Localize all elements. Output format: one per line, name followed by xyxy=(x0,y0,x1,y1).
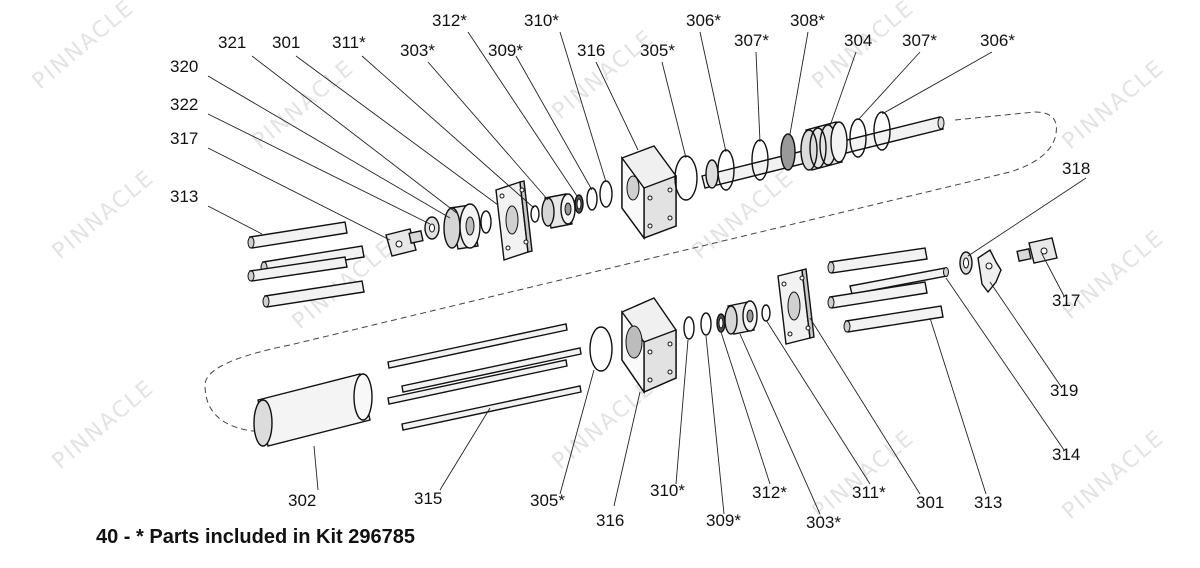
tie-rods-lower-right xyxy=(827,247,949,333)
label-321: 321 xyxy=(218,33,246,52)
oring-305-lower xyxy=(589,326,613,372)
watermark-text: PINNACLE xyxy=(1058,425,1170,524)
label-311: 311* xyxy=(332,33,366,52)
watermark-text: PINNACLE xyxy=(1058,55,1170,154)
piston-rod-304 xyxy=(701,111,945,191)
label-315: 315 xyxy=(414,489,442,508)
ring-311-lower xyxy=(761,304,771,322)
lower-assembly xyxy=(253,268,815,447)
ring-310-upper xyxy=(599,180,613,208)
label-303: 303* xyxy=(400,41,435,60)
label-317: 317 xyxy=(1052,291,1080,310)
tie-rods-upper xyxy=(247,221,365,308)
label-305: 305* xyxy=(640,41,675,60)
label-310: 310* xyxy=(650,481,685,500)
ring-311-upper xyxy=(530,205,540,223)
part-labels: 321 301 311* 303* 312* 309* 310* 316 305… xyxy=(170,11,1090,532)
head-block-316-upper xyxy=(621,145,677,241)
label-322: 322 xyxy=(170,95,198,114)
label-307: 307* xyxy=(734,31,769,50)
label-304: 304 xyxy=(844,31,872,50)
label-313: 313 xyxy=(170,187,198,206)
ring-309-lower xyxy=(700,312,712,336)
label-306: 306* xyxy=(980,31,1015,50)
cap-320 xyxy=(443,203,481,250)
upper-assembly xyxy=(247,111,945,308)
fitting-317-right xyxy=(1016,237,1058,264)
label-312: 312* xyxy=(752,483,787,502)
piston-304 xyxy=(800,121,848,171)
watermark-text: PINNACLE xyxy=(48,375,160,474)
watermark-text: PINNACLE xyxy=(248,55,360,154)
assembly-centerline xyxy=(204,111,1057,433)
label-305: 305* xyxy=(530,491,565,510)
barrel-302 xyxy=(253,373,373,447)
label-307: 307* xyxy=(902,31,937,50)
leader-lines xyxy=(207,31,1087,515)
label-308: 308* xyxy=(790,11,825,30)
label-301: 301 xyxy=(916,493,944,512)
label-313: 313 xyxy=(974,493,1002,512)
label-312: 312* xyxy=(432,11,467,30)
head-block-316-lower xyxy=(621,297,677,395)
watermark-text: PINNACLE xyxy=(808,425,920,524)
label-311: 311* xyxy=(852,483,886,502)
label-316: 316 xyxy=(577,41,605,60)
label-317: 317 xyxy=(170,129,198,148)
oring-305-upper xyxy=(674,155,698,201)
label-302: 302 xyxy=(288,491,316,510)
bracket-319 xyxy=(977,248,1002,294)
watermark-text: PINNACLE xyxy=(48,165,160,264)
label-319: 319 xyxy=(1050,381,1078,400)
label-301: 301 xyxy=(272,33,300,52)
label-310: 310* xyxy=(524,11,559,30)
ring-309-upper xyxy=(586,187,598,211)
label-309: 309* xyxy=(488,41,523,60)
label-309: 309* xyxy=(706,511,741,530)
oring-321 xyxy=(480,210,492,234)
label-303: 303* xyxy=(806,513,841,532)
fitting-317-left xyxy=(385,228,424,257)
label-316: 316 xyxy=(596,511,624,530)
ring-310-lower xyxy=(683,316,695,340)
end-plate-301-upper xyxy=(495,180,533,261)
bushing-303-lower xyxy=(724,300,758,335)
label-320: 320 xyxy=(170,57,198,76)
label-306: 306* xyxy=(686,11,721,30)
watermark: PINNACLE PINNACLE PINNACLE PINNACLE PINN… xyxy=(28,0,1170,525)
watermark-text: PINNACLE xyxy=(28,0,140,95)
rods-315 xyxy=(387,323,582,431)
right-small-parts xyxy=(827,237,1058,333)
label-314: 314 xyxy=(1052,445,1080,464)
end-plate-301-lower xyxy=(777,268,815,345)
label-318: 318 xyxy=(1062,159,1090,178)
kit-note: 40 - * Parts included in Kit 296785 xyxy=(96,526,416,548)
